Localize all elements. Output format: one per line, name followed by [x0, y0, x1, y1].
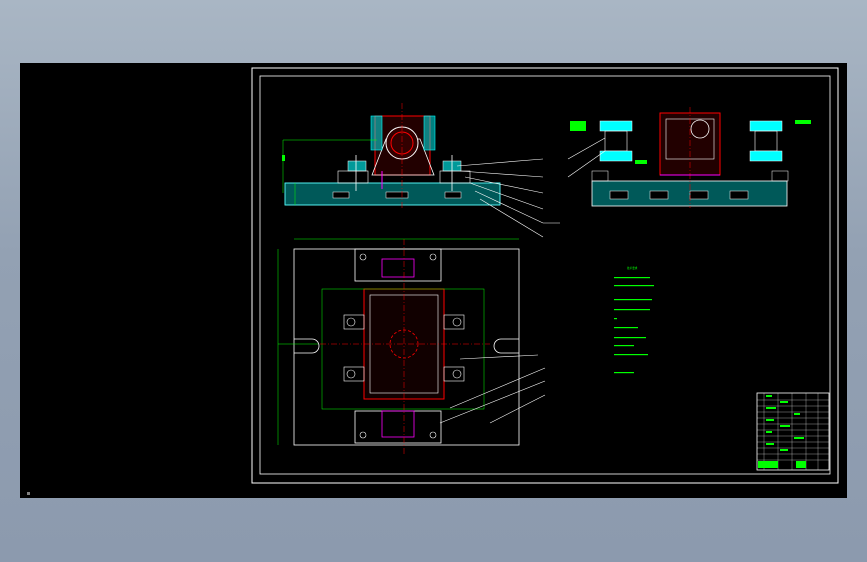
technical-notes: 技术要求: [614, 266, 654, 374]
side-view: [567, 107, 811, 208]
ucs-icon: [27, 492, 30, 495]
top-view: [277, 238, 546, 455]
sheet-inner-border: [259, 75, 831, 475]
front-view: [282, 103, 560, 238]
drawing-viewport[interactable]: 技术要求: [20, 63, 847, 498]
cad-drawing: 技术要求: [251, 67, 839, 484]
notes-title: 技术要求: [627, 266, 638, 270]
sheet-outer-border: [251, 67, 839, 484]
title-block: [756, 392, 830, 471]
